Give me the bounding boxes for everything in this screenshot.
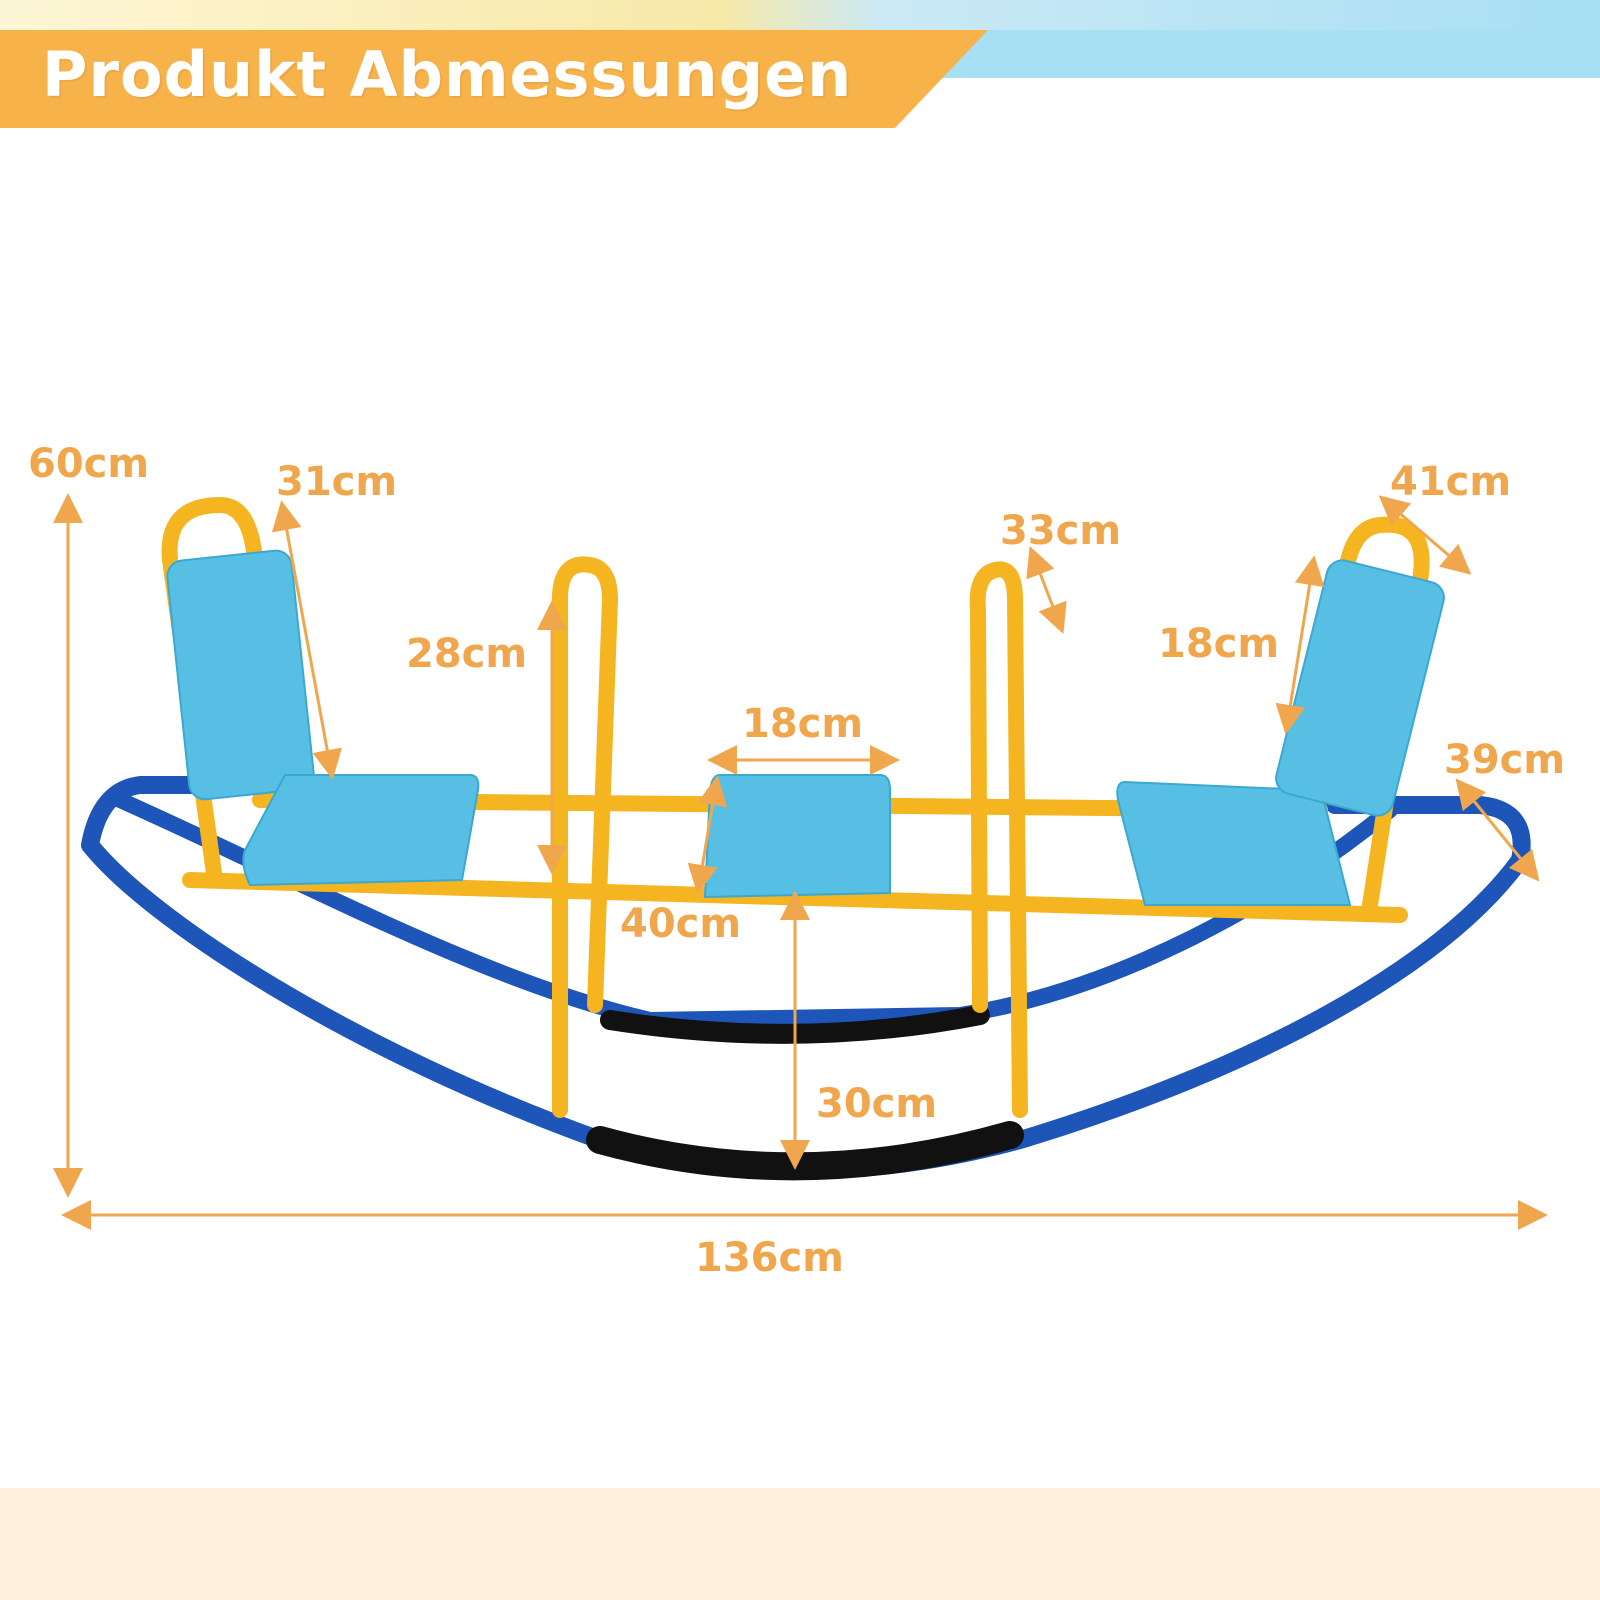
header-accent-band bbox=[905, 30, 1600, 78]
label-total-height: 60cm bbox=[28, 441, 150, 487]
label-seat-depth: 41cm bbox=[1390, 459, 1512, 505]
header-title-band bbox=[0, 30, 988, 128]
label-middle-seat-depth: 40cm bbox=[620, 901, 742, 947]
label-backrest-height-right: 18cm bbox=[1158, 621, 1280, 667]
backrest-left bbox=[166, 549, 315, 801]
arrow-seat-depth bbox=[1378, 495, 1472, 575]
page-title: Produkt Abmessungen bbox=[42, 38, 853, 111]
label-ground-clearance: 30cm bbox=[816, 1081, 938, 1127]
arrow-backrest-right bbox=[1275, 555, 1325, 735]
label-backrest-height-left: 31cm bbox=[276, 459, 398, 505]
label-seat-width: 39cm bbox=[1444, 737, 1566, 783]
arrow-seat-width bbox=[1455, 778, 1540, 882]
label-handle-width: 33cm bbox=[1000, 508, 1122, 554]
seat-middle bbox=[703, 774, 891, 899]
arrow-backrest-left bbox=[271, 500, 343, 780]
dimension-arrows bbox=[53, 493, 1548, 1230]
backrest-right bbox=[1275, 559, 1445, 817]
label-total-length: 136cm bbox=[695, 1235, 844, 1281]
arrow-handle-width bbox=[1026, 545, 1067, 635]
header-top-strip bbox=[0, 0, 1600, 30]
label-middle-seat-width: 18cm bbox=[742, 701, 864, 747]
foam-grip-front bbox=[586, 1121, 1024, 1181]
seat-left bbox=[242, 774, 480, 887]
bottom-band bbox=[0, 1488, 1600, 1600]
label-handle-height: 28cm bbox=[406, 631, 528, 677]
arrow-middle-seat-depth bbox=[687, 775, 728, 895]
header-banner bbox=[0, 0, 1600, 128]
